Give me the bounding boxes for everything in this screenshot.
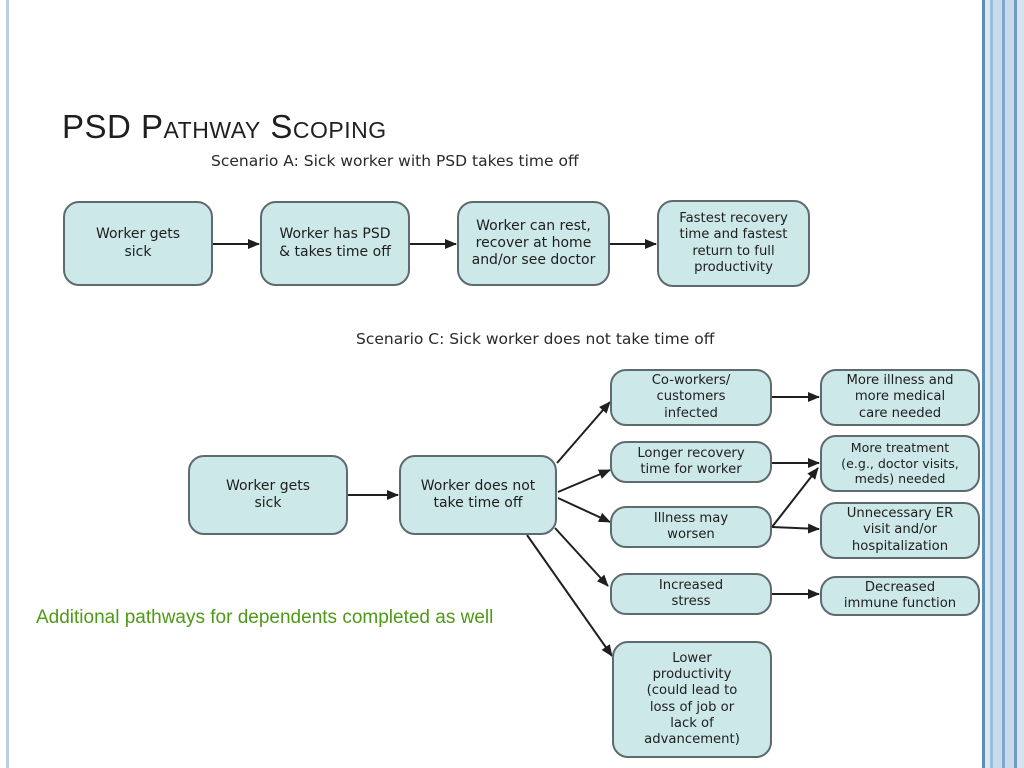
slide-frame-right — [978, 0, 1024, 768]
arrow-c5-c9 — [771, 467, 819, 528]
slide-frame-left — [6, 0, 9, 768]
scenario-c-node-more-illness: More illness and more medical care neede… — [820, 369, 980, 426]
scenario-a-node-rest-recover: Worker can rest, recover at home and/or … — [457, 201, 610, 286]
scenario-c-node-decreased-immune: Decreased immune function — [820, 576, 980, 616]
scenario-c-node-coworkers-infected: Co-workers/ customers infected — [610, 369, 772, 426]
arrow-c5-c10 — [771, 523, 820, 534]
arrow-c2-c4 — [557, 469, 611, 493]
scenario-a-node-worker-gets-sick: Worker gets sick — [63, 201, 213, 286]
dependents-note: Additional pathways for dependents compl… — [36, 607, 494, 628]
scenario-c-node-no-time-off: Worker does not take time off — [399, 455, 557, 535]
scenario-c-node-increased-stress: Increased stress — [610, 573, 772, 615]
title-word-1: PSD — [62, 108, 132, 145]
arrow-c2-c3 — [556, 401, 611, 464]
title-word-2-initial: P — [141, 108, 164, 145]
scenario-c-heading: Scenario C: Sick worker does not take ti… — [356, 330, 715, 348]
arrow-c2-c7 — [526, 534, 613, 657]
page-title: PSD Pathway Scoping — [62, 108, 387, 146]
title-word-2-rest: athway — [163, 108, 261, 145]
scenario-a-node-takes-time-off: Worker has PSD & takes time off — [260, 201, 410, 286]
scenario-a-node-fastest-recovery: Fastest recovery time and fastest return… — [657, 200, 810, 287]
scenario-c-node-lower-productivity: Lower productivity (could lead to loss o… — [612, 641, 772, 758]
scenario-c-node-longer-recovery: Longer recovery time for worker — [610, 441, 772, 483]
title-word-2: Pathway — [141, 108, 261, 145]
title-word-3-rest: coping — [292, 108, 387, 145]
scenario-c-node-more-treatment: More treatment (e.g., doctor visits, med… — [820, 435, 980, 492]
scenario-c-node-unnecessary-er: Unnecessary ER visit and/or hospitalizat… — [820, 502, 980, 559]
arrow-c2-c6 — [554, 527, 609, 587]
scenario-c-node-worker-gets-sick: Worker gets sick — [188, 455, 348, 535]
scenario-a-heading: Scenario A: Sick worker with PSD takes t… — [211, 152, 579, 170]
title-word-3-initial: S — [270, 108, 293, 145]
scenario-c-node-illness-worsen: Illness may worsen — [610, 506, 772, 548]
arrow-c2-c5 — [557, 497, 611, 523]
title-word-3: Scoping — [270, 108, 386, 145]
